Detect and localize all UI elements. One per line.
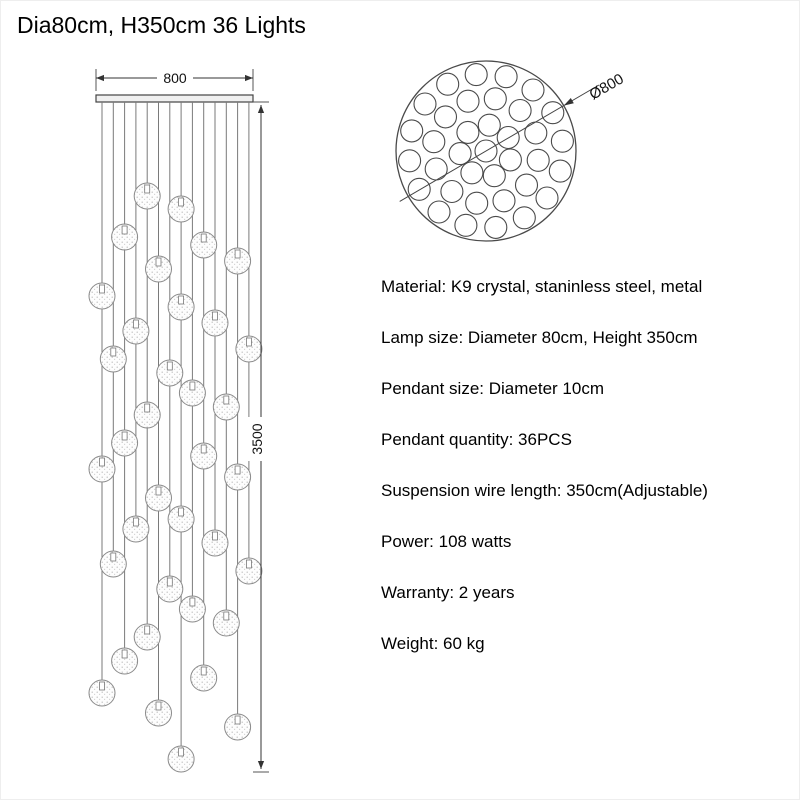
width-dimension-label: 800 xyxy=(163,70,187,86)
top-view: Ø800 xyxy=(395,60,627,242)
spec-list: Material: K9 crystal, staninless steel, … xyxy=(381,261,791,669)
pendant-top-circle xyxy=(460,161,484,185)
pendant-top-circle xyxy=(424,157,448,181)
crystal-pendant-ball xyxy=(88,679,116,707)
pendant-top-circle xyxy=(492,189,516,213)
pendant-top-circle xyxy=(465,191,489,215)
pendant-top-circle xyxy=(427,200,451,224)
pendant-top-circle xyxy=(464,63,488,87)
diameter-dimension-label: Ø800 xyxy=(587,70,627,103)
pendant-top-circle xyxy=(482,164,506,188)
diameter-arrowhead xyxy=(563,98,574,106)
crystal-pendant-ball xyxy=(224,713,252,741)
pendant-top-circle xyxy=(456,89,480,113)
height-dimension-label: 3500 xyxy=(249,423,265,454)
crystal-pendant-ball xyxy=(224,463,252,491)
pendant-top-circle xyxy=(535,186,559,210)
crystal-pendant-ball xyxy=(145,699,172,727)
spec-power: Power: 108 watts xyxy=(381,531,512,551)
height-dimension: 3500 xyxy=(248,101,269,773)
crystal-pendant-ball xyxy=(111,223,139,251)
width-dimension: 800 xyxy=(95,69,254,91)
pendant-top-circle xyxy=(422,130,446,154)
crystal-pendant-ball xyxy=(145,484,172,512)
pendant-layout-circles xyxy=(398,63,574,239)
crystal-pendant-ball xyxy=(190,664,218,692)
spec-lamp-size: Lamp size: Diameter 80cm, Height 350cm xyxy=(381,327,698,347)
crystal-pendant-ball xyxy=(133,182,161,210)
ceiling-plate xyxy=(95,94,254,103)
crystal-pendant-ball xyxy=(88,282,116,310)
crystal-pendant-ball xyxy=(190,442,218,470)
spec-wire-length: Suspension wire length: 350cm(Adjustable… xyxy=(381,480,708,500)
crystal-pendant-ball xyxy=(235,335,263,363)
pendant-top-circle xyxy=(508,98,532,123)
crystal-pendant-ball xyxy=(122,515,150,543)
crystal-pendant-ball xyxy=(122,317,150,345)
pendant-top-circle xyxy=(496,125,520,150)
crystal-pendant-ball xyxy=(178,379,206,407)
pendant-top-circle xyxy=(440,179,464,204)
spec-pendant-size: Pendant size: Diameter 10cm xyxy=(381,378,604,398)
crystal-pendant-ball xyxy=(167,745,195,773)
crystal-pendant-ball xyxy=(201,309,229,337)
crystal-pendant-ball xyxy=(156,359,184,387)
crystal-pendant-ball xyxy=(212,393,240,421)
pendant-top-circle xyxy=(436,72,460,96)
pendant-top-circle xyxy=(400,119,424,143)
pendant-top-circle xyxy=(524,121,548,145)
crystal-pendant-ball xyxy=(167,505,195,533)
pendant-top-circle xyxy=(407,177,431,201)
pendant-top-circle xyxy=(398,149,422,173)
pendant-top-circle xyxy=(514,173,539,197)
spec-warranty: Warranty: 2 years xyxy=(381,582,515,602)
pendant-top-circle xyxy=(483,87,507,111)
front-view: 800 3500 xyxy=(88,69,269,773)
crystal-pendant-ball xyxy=(88,455,116,483)
crystal-pendant-ball xyxy=(111,647,139,675)
pendant-top-circle xyxy=(494,65,518,89)
crystal-pendant-ball xyxy=(99,550,127,578)
crystal-pendant-ball xyxy=(133,401,161,429)
pendant-top-circle xyxy=(512,206,536,230)
crystal-pendant-ball xyxy=(224,247,252,275)
crystal-pendant-ball xyxy=(212,609,240,637)
pendant-top-circle xyxy=(433,105,458,129)
crystal-pendant-ball xyxy=(133,623,161,651)
pendant-top-circle xyxy=(474,139,498,163)
pendant-top-circle xyxy=(448,142,472,166)
pendant-top-circle xyxy=(521,78,545,102)
pendant-top-circle xyxy=(541,101,565,125)
spec-weight: Weight: 60 kg xyxy=(381,633,485,653)
page-title: Dia80cm, H350cm 36 Lights xyxy=(17,12,306,38)
pendant-top-circle xyxy=(484,215,508,239)
pendant-top-circle xyxy=(526,148,550,172)
crystal-pendant-ball xyxy=(235,557,263,585)
crystal-pendant-ball xyxy=(167,195,195,223)
pendant-top-circle xyxy=(550,129,574,153)
crystal-pendant-ball xyxy=(201,529,229,557)
pendant-top-circle xyxy=(413,92,437,116)
crystal-pendant-ball xyxy=(178,595,206,623)
spec-pendant-quantity: Pendant quantity: 36PCS xyxy=(381,429,572,449)
crystal-pendant-ball xyxy=(145,255,172,283)
pendant-top-circle xyxy=(548,159,572,183)
pendant-top-circle xyxy=(498,148,522,172)
crystal-pendant-ball xyxy=(167,293,195,321)
spec-material: Material: K9 crystal, staninless steel, … xyxy=(381,276,703,296)
pendant-top-circle xyxy=(477,113,501,137)
crystal-pendant-ball xyxy=(111,429,139,457)
pendant-top-circle xyxy=(454,213,478,237)
crystal-pendant-ball xyxy=(190,231,218,259)
crystal-pendant-ball xyxy=(156,575,184,603)
canopy-outline-circle xyxy=(395,60,577,242)
crystal-pendants xyxy=(88,182,263,773)
crystal-pendant-ball xyxy=(99,345,127,373)
pendant-top-circle xyxy=(456,120,480,144)
